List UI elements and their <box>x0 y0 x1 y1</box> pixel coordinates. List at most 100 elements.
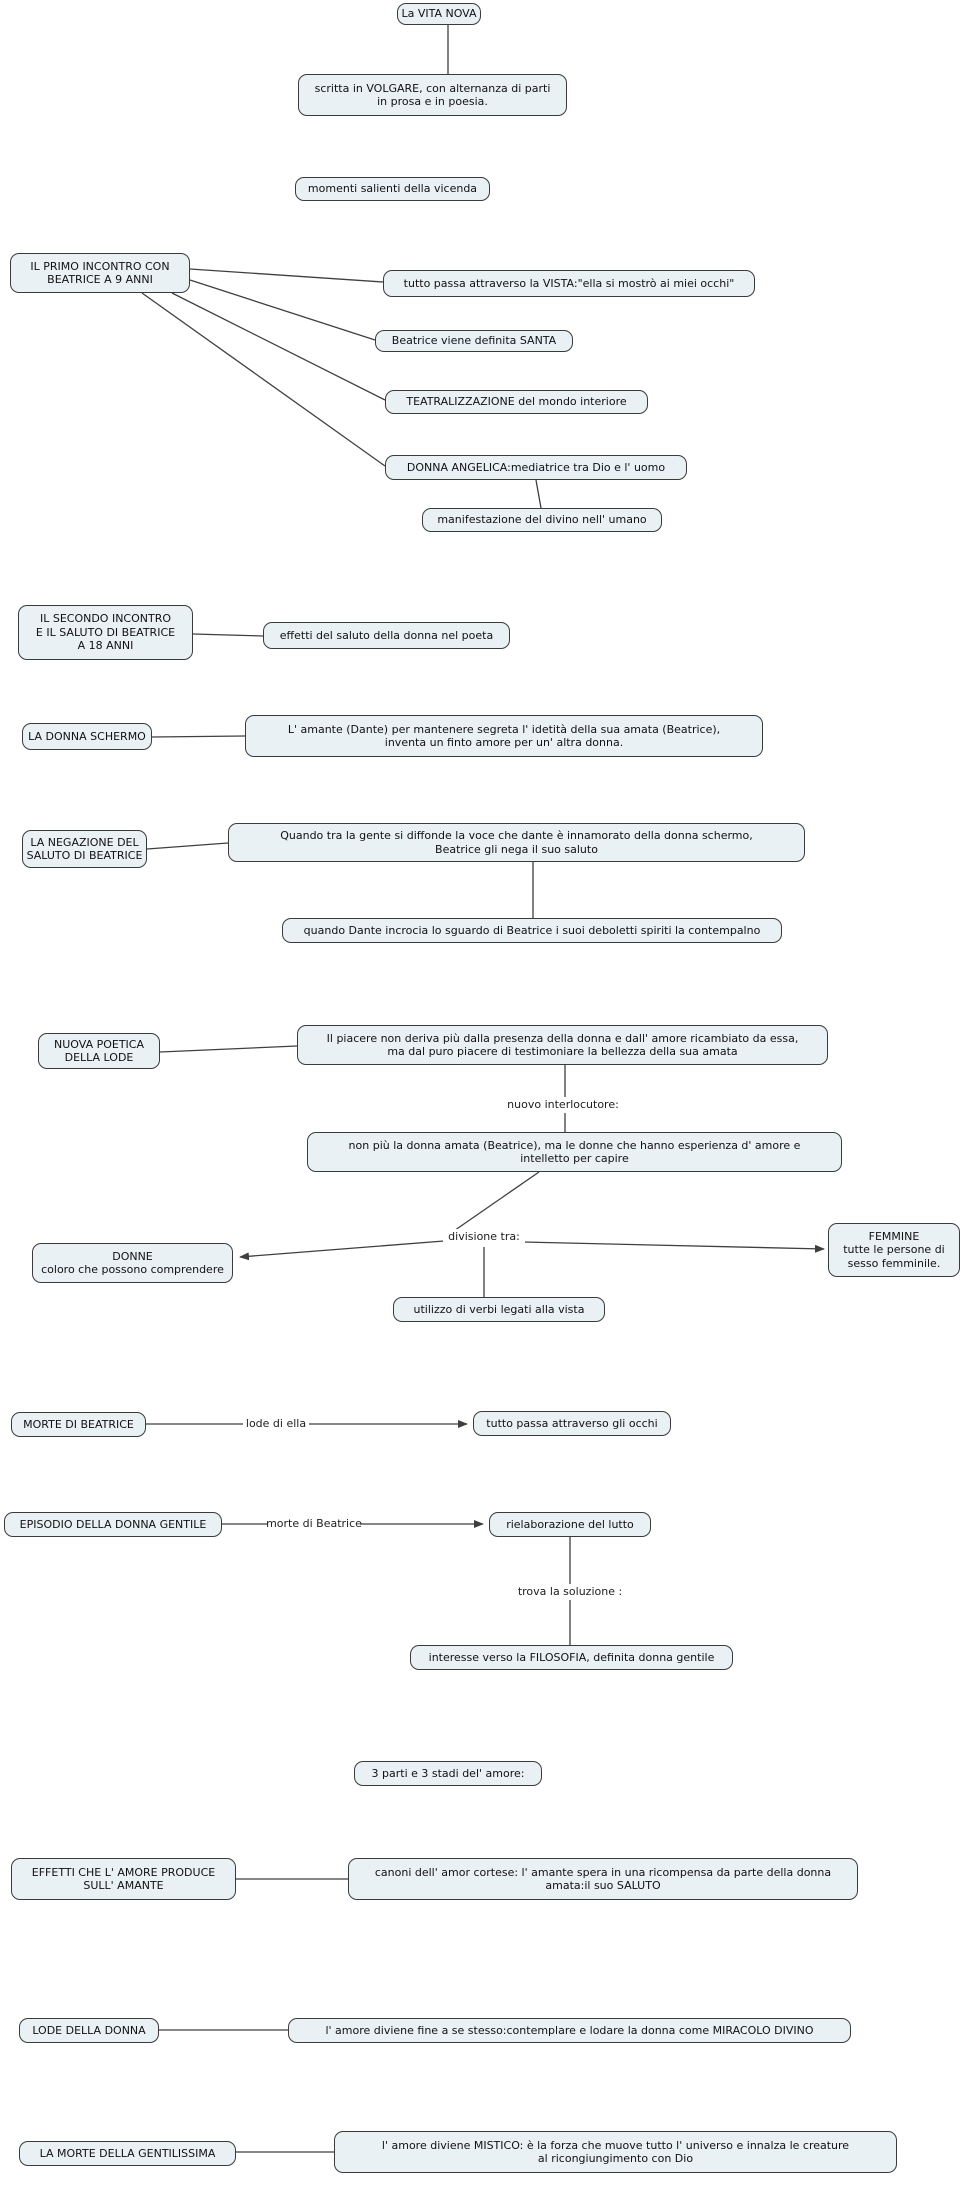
edge-secondo-incontro--effetti-saluto <box>192 633 264 637</box>
node-rielaborazione-lutto[interactable]: rielaborazione del lutto <box>489 1512 651 1537</box>
node-text: interesse verso la FILOSOFIA, definita d… <box>428 1650 715 1664</box>
node-text: DELLA LODE <box>64 1051 134 1064</box>
node-text: Il piacere non deriva più dalla presenza… <box>326 1031 799 1045</box>
node-scritta-in-volgare[interactable]: scritta in VOLGARE, con alternanza di pa… <box>298 74 567 116</box>
node-text: amata:il suo SALUTO <box>545 1879 661 1892</box>
node-text: nuovo interlocutore: <box>507 1098 619 1112</box>
node-text: effetti del saluto della donna nel poeta <box>279 628 494 642</box>
node-interesse-filosofia[interactable]: interesse verso la FILOSOFIA, definita d… <box>410 1645 733 1670</box>
node-text: MORTE DI BEATRICE <box>23 1417 134 1431</box>
node-text: trova la soluzione : <box>517 1585 623 1599</box>
node-text: utilizzo di verbi legati alla vista <box>413 1302 585 1316</box>
node-text: Beatrice viene definita SANTA <box>391 334 557 348</box>
node-canoni-amor-cortese[interactable]: canoni dell' amor cortese: l' amante spe… <box>348 1858 858 1900</box>
node-text: l' amore diviene MISTICO: è la forza che… <box>381 2138 850 2152</box>
node-text: rielaborazione del lutto <box>506 1517 634 1531</box>
node-text: in prosa e in poesia. <box>377 95 488 108</box>
node-text: momenti salienti della vicenda <box>307 182 478 196</box>
node-text: LA NEGAZIONE DEL <box>30 835 139 849</box>
node-amore-mistico[interactable]: l' amore diviene MISTICO: è la forza che… <box>334 2131 897 2173</box>
node-episodio-donna-gentile[interactable]: EPISODIO DELLA DONNA GENTILE <box>4 1512 222 1537</box>
node-text: SALUTO DI BEATRICE <box>26 849 143 862</box>
node-text: inventa un finto amore per un' altra don… <box>384 736 624 749</box>
node-text: intelletto per capire <box>520 1152 629 1165</box>
node-quando-gente[interactable]: Quando tra la gente si diffonde la voce … <box>228 823 805 862</box>
edge-donna-schermo--amante-finto-amore <box>151 735 246 738</box>
node-effetti-saluto[interactable]: effetti del saluto della donna nel poeta <box>263 622 510 649</box>
node-text: canoni dell' amor cortese: l' amante spe… <box>374 1865 832 1879</box>
node-teatralizzazione[interactable]: TEATRALIZZAZIONE del mondo interiore <box>385 390 648 414</box>
edge-label-divisione-tra-label: divisione tra: <box>443 1229 525 1245</box>
node-text: divisione tra: <box>448 1230 520 1244</box>
node-text: LA MORTE DELLA GENTILISSIMA <box>39 2146 216 2160</box>
edge-donna-angelica--manifestazione-divino <box>535 479 542 509</box>
node-text: IL SECONDO INCONTRO <box>39 612 172 626</box>
node-amante-finto-amore[interactable]: L' amante (Dante) per mantenere segreta … <box>245 715 763 757</box>
node-text: EPISODIO DELLA DONNA GENTILE <box>19 1517 207 1531</box>
edge-divisione-tra-label--donne <box>239 1240 445 1261</box>
node-text: quando Dante incrocia lo sguardo di Beat… <box>303 923 761 937</box>
node-text: FEMMINE <box>868 1229 920 1243</box>
node-text: coloro che possono comprendere <box>41 1263 224 1276</box>
node-text: BEATRICE A 9 ANNI <box>47 273 153 286</box>
edge-primo-incontro--vista <box>189 268 384 283</box>
node-quando-dante-incrocia[interactable]: quando Dante incrocia lo sguardo di Beat… <box>282 918 782 943</box>
node-text: morte di Beatrice <box>266 1517 362 1531</box>
edge-negazione-saluto--quando-gente <box>146 842 229 850</box>
node-text: tutte le persone di <box>843 1243 945 1257</box>
node-momenti-salienti[interactable]: momenti salienti della vicenda <box>295 177 490 201</box>
node-text: A 18 ANNI <box>77 639 134 653</box>
edge-non-piu-donna-amata--divisione-tra-label <box>447 1171 540 1236</box>
node-text: lode di ella <box>245 1417 307 1431</box>
node-la-vita-nova[interactable]: La VITA NOVA <box>397 3 481 25</box>
edge-label-morte-di-beatrice-label: morte di Beatrice <box>266 1516 362 1532</box>
node-text: TEATRALIZZAZIONE del mondo interiore <box>406 395 627 409</box>
node-donna-angelica[interactable]: DONNA ANGELICA:mediatrice tra Dio e l' u… <box>385 455 687 480</box>
node-piacere-testimoniare[interactable]: Il piacere non deriva più dalla presenza… <box>297 1025 828 1065</box>
edge-nuova-poetica--piacere-testimoniare <box>159 1045 298 1053</box>
edge-divisione-tra-label--femmine <box>522 1241 825 1253</box>
node-non-piu-donna-amata[interactable]: non più la donna amata (Beatrice), ma le… <box>307 1132 842 1172</box>
node-text: DONNA ANGELICA:mediatrice tra Dio e l' u… <box>406 460 666 474</box>
node-text: NUOVA POETICA <box>54 1037 144 1051</box>
node-manifestazione-divino[interactable]: manifestazione del divino nell' umano <box>422 508 662 532</box>
edge-primo-incontro--beatrice-santa <box>189 279 376 341</box>
node-tutto-passa-occhi[interactable]: tutto passa attraverso gli occhi <box>473 1411 671 1436</box>
node-text: L' amante (Dante) per mantenere segreta … <box>287 722 721 736</box>
node-text: 3 parti e 3 stadi del' amore: <box>371 1766 525 1780</box>
node-morte-della-gentilissima[interactable]: LA MORTE DELLA GENTILISSIMA <box>19 2141 236 2166</box>
node-amore-fine-a-se-stesso[interactable]: l' amore diviene fine a se stesso:contem… <box>288 2018 851 2043</box>
node-donna-schermo[interactable]: LA DONNA SCHERMO <box>22 723 152 750</box>
node-text: Beatrice gli nega il suo saluto <box>435 842 598 856</box>
node-morte-di-beatrice[interactable]: MORTE DI BEATRICE <box>11 1412 146 1437</box>
edge-label-nuovo-interlocutore-label: nuovo interlocutore: <box>503 1097 623 1113</box>
node-text: LA DONNA SCHERMO <box>28 729 146 743</box>
node-text: manifestazione del divino nell' umano <box>437 513 647 527</box>
edge-label-lode-di-ella-label: lode di ella <box>243 1416 309 1432</box>
edge-primo-incontro--donna-angelica <box>141 292 386 467</box>
node-lode-della-donna[interactable]: LODE DELLA DONNA <box>19 2018 159 2043</box>
node-tre-parti-tre-stadi[interactable]: 3 parti e 3 stadi del' amore: <box>354 1761 542 1786</box>
node-text: IL PRIMO INCONTRO CON <box>30 259 170 273</box>
node-vista[interactable]: tutto passa attraverso la VISTA:"ella si… <box>383 270 755 297</box>
node-text: sesso femminile. <box>847 1256 941 1270</box>
node-text: tutto passa attraverso la VISTA:"ella si… <box>403 276 735 290</box>
node-text: Quando tra la gente si diffonde la voce … <box>280 829 753 842</box>
node-utilizzo-verbi[interactable]: utilizzo di verbi legati alla vista <box>393 1297 605 1322</box>
node-beatrice-santa[interactable]: Beatrice viene definita SANTA <box>375 330 573 352</box>
node-text: ma dal puro piacere di testimoniare la b… <box>387 1045 738 1058</box>
node-text: EFFETTI CHE L' AMORE PRODUCE <box>31 1865 216 1879</box>
edge-label-trova-soluzione-label: trova la soluzione : <box>515 1584 625 1600</box>
node-text: DONNE <box>112 1249 153 1263</box>
edge-primo-incontro--teatralizzazione <box>171 292 386 401</box>
node-text: tutto passa attraverso gli occhi <box>486 1416 658 1430</box>
node-text: SULL' AMANTE <box>83 1879 164 1892</box>
